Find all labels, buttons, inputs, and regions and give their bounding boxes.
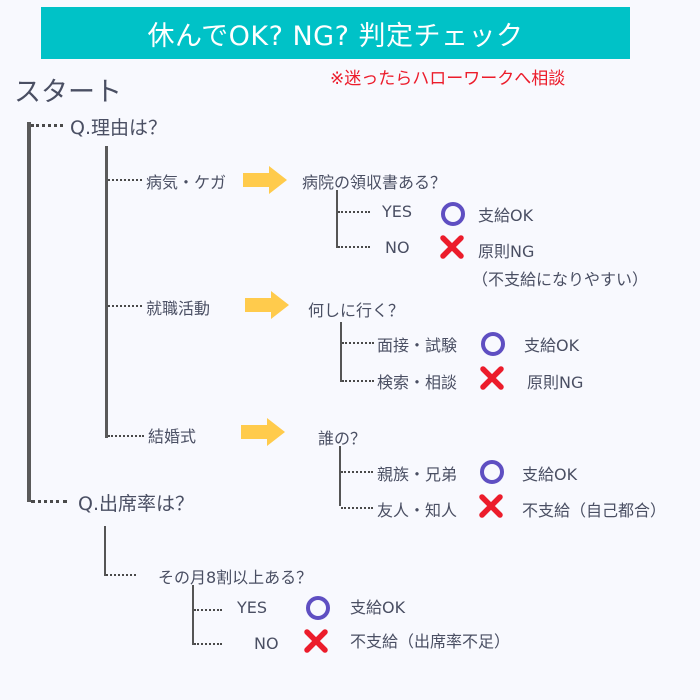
answer-branch-line — [339, 446, 341, 506]
connector-answer — [341, 471, 373, 473]
question-attendance: その月8割以上ある？ — [158, 568, 313, 587]
connector-reason-wedding — [108, 435, 144, 437]
connector-q1 — [31, 124, 63, 127]
reason-job-hunting: 就職活動 — [146, 299, 211, 318]
question-purpose: 何しに行く？ — [308, 301, 405, 320]
question-whose: 誰の？ — [318, 429, 367, 448]
reason-illness: 病気・ケガ — [146, 173, 227, 192]
answer-branch-line — [340, 322, 342, 382]
result-ng: 不支給（出席率不足） — [350, 632, 511, 651]
result-ng: 不支給（自己都合） — [522, 501, 667, 520]
main-trunk-line — [27, 122, 31, 502]
question-receipt: 病院の領収書ある？ — [302, 173, 447, 192]
answer-label: 面接・試験 — [377, 336, 458, 355]
connector-q2-question — [106, 574, 136, 576]
ok-circle-icon — [441, 202, 465, 226]
connector-answer — [194, 609, 222, 611]
answer-label: 友人・知人 — [377, 501, 458, 520]
answer-label: YES — [237, 598, 268, 617]
ok-circle-icon — [306, 596, 330, 620]
result-ok: 支給OK — [522, 465, 578, 484]
connector-answer — [342, 342, 374, 344]
result-ng: 原則NG — [478, 242, 535, 261]
answer-branch-line — [336, 190, 338, 248]
connector-answer — [194, 643, 222, 645]
connector-answer — [341, 507, 373, 509]
ng-cross-icon — [480, 366, 504, 390]
arrow-right-icon — [245, 291, 289, 319]
result-ng: 原則NG — [527, 373, 584, 392]
q1-branch-line — [105, 146, 108, 438]
q2-branch-line — [104, 526, 106, 576]
arrow-right-icon — [241, 418, 285, 446]
answer-branch-line — [192, 585, 194, 645]
result-ng-sub: （不支給になりやすい） — [472, 270, 649, 289]
connector-reason-job — [108, 305, 142, 307]
start-label: スタート — [14, 77, 122, 108]
ng-cross-icon — [479, 494, 503, 518]
connector-answer — [342, 380, 374, 382]
ok-circle-icon — [481, 332, 505, 356]
connector-q2 — [31, 500, 67, 503]
q2-label: Q.出席率は？ — [78, 493, 194, 515]
connector-answer — [338, 211, 370, 213]
ok-circle-icon — [480, 460, 504, 484]
reason-wedding: 結婚式 — [148, 427, 197, 446]
result-ok: 支給OK — [478, 206, 534, 225]
answer-label: NO — [385, 238, 410, 257]
answer-label: 親族・兄弟 — [377, 465, 458, 484]
consult-note: ※迷ったらハローワークへ相談 — [330, 69, 566, 89]
ng-cross-icon — [304, 629, 328, 653]
ng-cross-icon — [440, 235, 464, 259]
connector-reason-illness — [108, 179, 142, 181]
q1-label: Q.理由は？ — [70, 117, 167, 139]
result-ok: 支給OK — [350, 598, 406, 617]
connector-answer — [338, 246, 370, 248]
page-title: 休んでOK? NG? 判定チェック — [41, 7, 630, 59]
answer-label: YES — [382, 202, 413, 221]
answer-label: NO — [254, 634, 279, 653]
arrow-right-icon — [243, 166, 287, 194]
answer-label: 検索・相談 — [377, 373, 458, 392]
result-ok: 支給OK — [524, 336, 580, 355]
